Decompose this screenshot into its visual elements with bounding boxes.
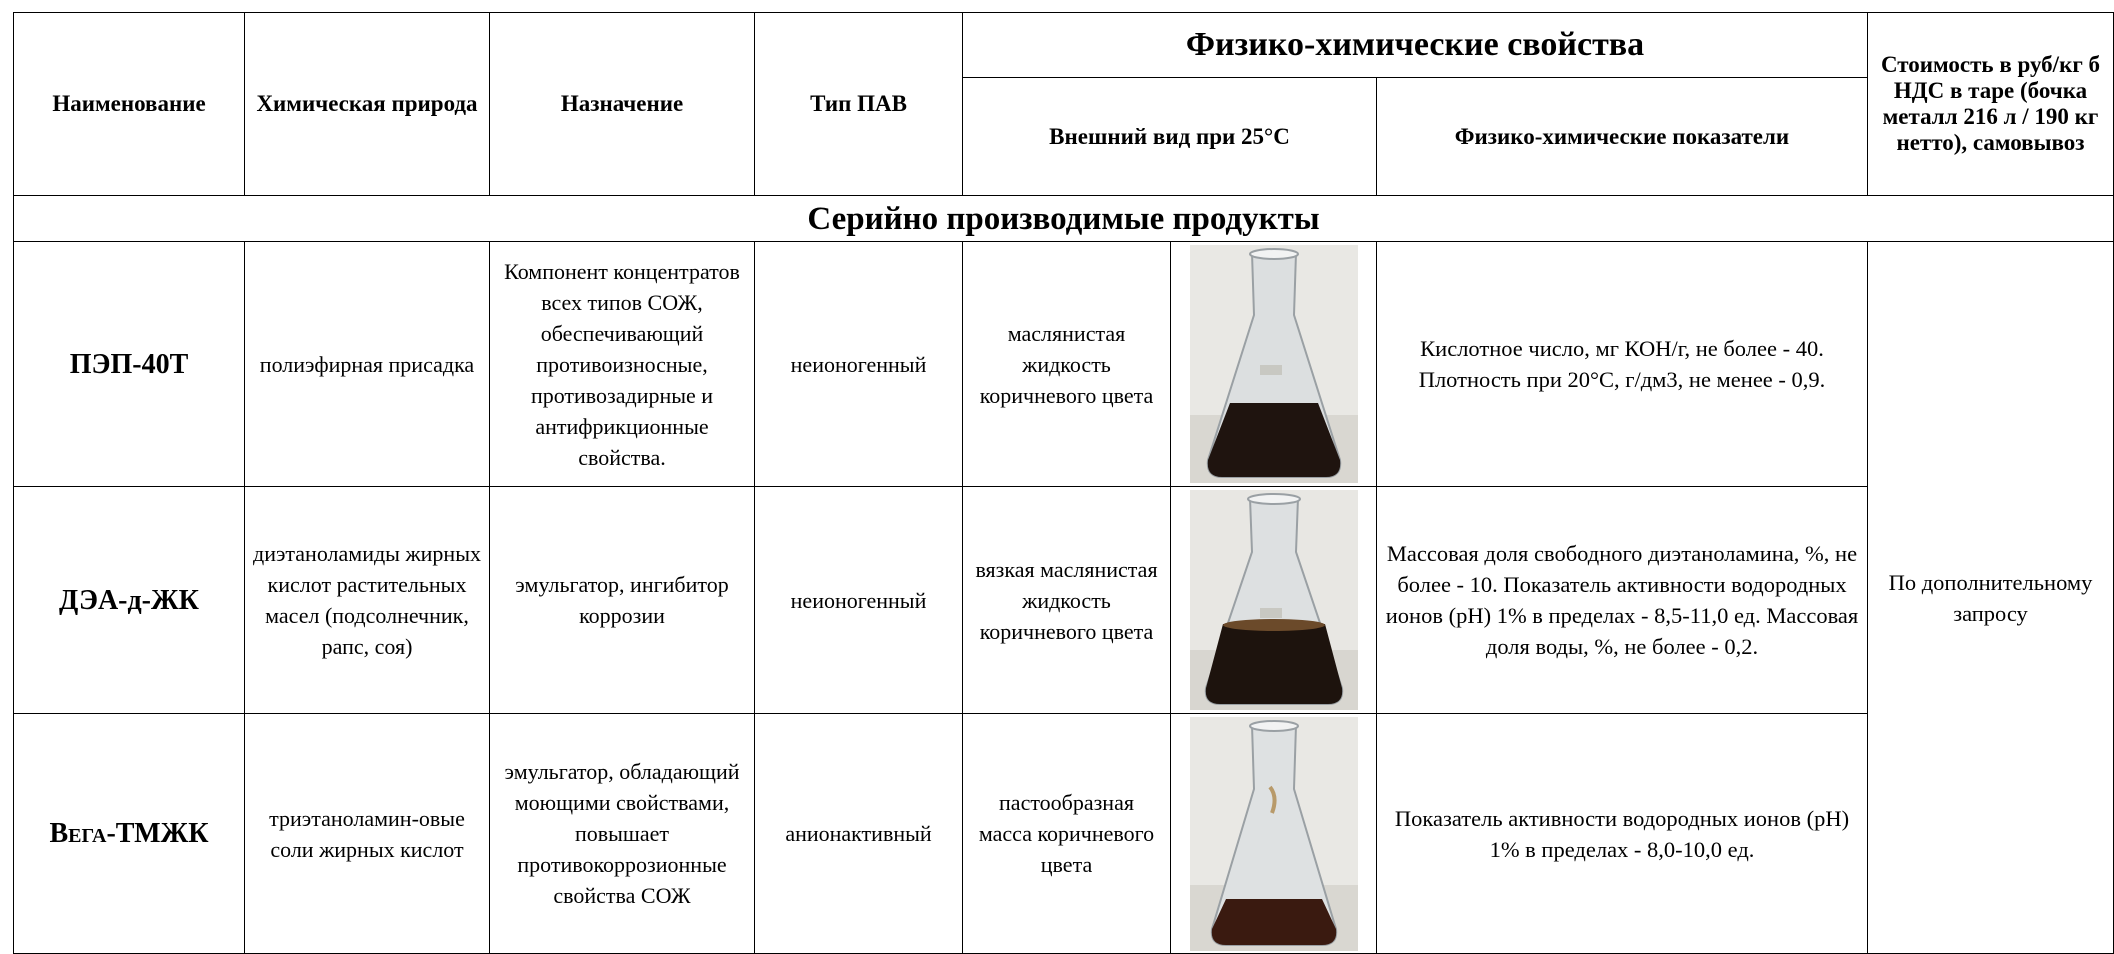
product-appearance: маслянистая жидкость коричневого цвета (962, 241, 1171, 487)
product-name: ДЭА-д-ЖК (13, 486, 245, 714)
product-indicators: Кислотное число, мг КОН/г, не более - 40… (1376, 241, 1868, 487)
header-price: Стоимость в руб/кг б НДС в таре (бочка м… (1867, 12, 2114, 196)
product-purpose: эмульгатор, ингибитор коррозии (489, 486, 755, 714)
products-table: Наименование Химическая природа Назначен… (13, 12, 2114, 954)
product-name: ПЭП-40Т (13, 241, 245, 487)
product-purpose: эмульгатор, обладающий моющими свойствам… (489, 713, 755, 954)
product-chemical-nature: триэтаноламин-овые соли жирных кислот (244, 713, 490, 954)
section-title: Серийно производимые продукты (13, 195, 2114, 242)
product-indicators: Показатель активности водородных ионов (… (1376, 713, 1868, 954)
flask-photo-icon (1189, 245, 1358, 483)
product-surfactant-type: неионогенный (754, 486, 963, 714)
product-appearance: пастообразная масса коричневого цвета (962, 713, 1171, 954)
header-chemical-nature: Химическая природа (244, 12, 490, 196)
product-photo (1170, 241, 1377, 487)
header-name: Наименование (13, 12, 245, 196)
product-chemical-nature: полиэфирная присадка (244, 241, 490, 487)
table-row: ПЭП-40Т полиэфирная присадка Компонент к… (13, 241, 2114, 954)
product-name: Вега-ТМЖК (13, 713, 245, 954)
product-photo (1170, 713, 1377, 954)
price-value: По дополнительному запросу (1867, 241, 2114, 954)
header-purpose: Назначение (489, 12, 755, 196)
header-appearance: Внешний вид при 25°С (962, 77, 1377, 196)
header-phys-chem-properties: Физико-химические свойства (962, 12, 1868, 78)
header-indicators: Физико-химические показатели (1376, 77, 1868, 196)
product-name-text: Вега-ТМЖК (49, 818, 209, 849)
product-surfactant-type: неионогенный (754, 241, 963, 487)
product-appearance: вязкая маслянистая жидкость коричневого … (962, 486, 1171, 714)
product-indicators: Массовая доля свободного диэтаноламина, … (1376, 486, 1868, 714)
flask-photo-icon (1189, 490, 1358, 710)
table-row: ДЭА-д-ЖК диэтаноламиды жирных кислот рас… (13, 486, 2114, 714)
product-photo (1170, 486, 1377, 714)
flask-photo-icon (1189, 716, 1358, 951)
table-row: Вега-ТМЖК триэтаноламин-овые соли жирных… (13, 713, 2114, 954)
product-purpose: Компонент концентратов всех типов СОЖ, о… (489, 241, 755, 487)
product-surfactant-type: анионактивный (754, 713, 963, 954)
product-chemical-nature: диэтаноламиды жирных кислот растительных… (244, 486, 490, 714)
header-surfactant-type: Тип ПАВ (754, 12, 963, 196)
